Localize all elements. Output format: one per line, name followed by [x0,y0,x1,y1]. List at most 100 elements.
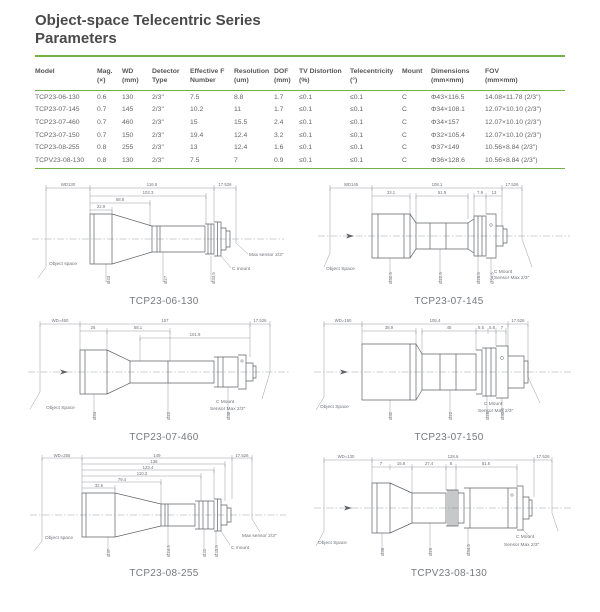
cell: ≤0.1 [350,118,364,126]
cell: C [402,131,407,139]
sensor-label: Sensor Max 2/3" [504,542,540,548]
drawing-caption: TCP23-07-150 [414,432,484,444]
dim-label: 45 [447,325,452,330]
dim-label: 7.9 [477,190,484,195]
cell: C [402,93,407,101]
column-header: Telecentricity(°) [350,65,402,92]
sensor-label: Sensor Max 2/3" [210,406,246,412]
object-space-label: Object Space [326,266,355,272]
cell: 7.5 [190,154,234,170]
diameter-label: Ø25 [428,548,433,557]
c-mount-label: C mount [232,266,251,272]
wd-label: WD=460 [52,318,69,323]
dimension-lines [29,321,271,418]
lens-drawing-icon: WD=255 149 17.526 138 123.4 110.2 79.4 3… [30,453,286,558]
cell: 12.07×10.10 (2/3") [485,118,542,126]
cell: 10.2 [190,106,204,114]
cell-model: TCP23-07-145 [35,106,80,114]
lens-figure-tcpv23-08-130: WD=130 128.6 17.526 7 15.8 27.4 8 51.5 O… [310,453,588,579]
length-label: 108.1 [432,182,443,187]
wd-label: WD=130 [338,454,355,459]
dim-label: 15.8 [397,461,406,466]
column-header: Mag.(×) [97,65,122,92]
dimension-lines [315,457,559,554]
cell: 10.56×8.84 (2/3") [485,144,538,152]
sensor-label: Max sensor 2/3" [242,533,277,539]
wd-label: WD130 [61,182,76,187]
dim-label: 8.5 [478,325,485,330]
lens-figure-tcp23-07-460: WD=460 157 17.526 25 58.1 101.9 Object S… [18,317,310,443]
cell: 0.9 [274,154,299,170]
cell: 10.56×8.84 (2/3") [485,154,565,170]
sensor-label: Max sensor 2/3" [249,252,284,258]
cell: Φ43×116.5 [431,93,465,101]
cell: C [402,118,407,126]
cell: Φ34×157 [431,118,460,126]
cell-model: TCP23-07-150 [35,131,80,139]
cell: 2/3" [152,106,164,114]
cell: 7.5 [190,93,200,101]
cell: 19.4 [190,131,204,139]
cell: 0.8 [97,144,107,152]
cell: C [402,144,407,152]
dim-label: 33.1 [387,190,396,195]
direction-arrow [344,505,352,511]
c-mount-label: C Mount [494,269,513,275]
dim-label: 22.9 [97,204,106,209]
cell: 0.6 [97,93,107,101]
lens-body [89,214,231,265]
flange-label: 17.526 [218,182,232,187]
column-header: Resolution(um) [234,65,274,92]
dim-label: 38.9 [385,325,394,330]
drawing-caption: TCPV23-08-130 [410,568,488,580]
length-label: 157 [161,318,169,323]
page-header: Object-space Telecentric Series Paramete… [0,12,600,58]
cell: ≤0.1 [350,154,402,170]
cell: 460 [122,118,134,126]
dimension-lines [37,185,249,283]
cell: 12.4 [234,131,248,139]
cell: 130 [122,154,152,170]
object-space-label: Object Space [318,540,347,546]
dimension-lines [33,455,261,554]
wd-label: WD=150 [335,318,352,323]
cell: Φ36×128.6 [431,154,485,170]
drawing-caption: TCP23-07-145 [414,296,484,308]
cell: 12.07×10.10 (2/3") [485,131,542,139]
cell: ≤0.1 [299,106,313,114]
cell: 0.7 [97,118,107,126]
flange-label: 17.526 [511,318,525,323]
flange-label: 17.526 [235,453,249,458]
diameter-label: Ø34 [92,412,97,421]
dim-label: 58.8 [116,197,125,202]
dim-label: 58.1 [134,325,143,330]
dim-label: 13 [492,190,497,195]
direction-arrow [346,233,354,239]
page-title-line2: Parameters [35,29,117,47]
c-mount-label: C Mount [484,401,503,407]
lens-drawing-icon: WD=460 157 17.526 25 58.1 101.9 Object S… [28,318,290,421]
cell: C [402,106,407,114]
diameter-label: Ø33.5 [214,545,219,557]
cell: ≤0.1 [299,131,313,139]
cell: ≤0.1 [350,144,364,152]
cell: ≤0.1 [299,154,350,170]
length-label: 149 [153,453,161,458]
dim-label: 79.4 [118,477,127,482]
lens-body [79,350,257,395]
cell: 2/3" [152,131,164,139]
c-mount-label: C Mount [516,534,535,540]
diameter-label: Ø22 [448,412,453,421]
diameter-label: Ø37 [106,549,111,558]
lens-drawing-icon: WD130 116.5 17.526 103.3 58.8 22.9 Objec… [32,182,284,284]
c-mount-label: C mount [231,545,250,551]
diameter-label: Ø30.5 [500,408,505,420]
cell: 12.07×10.10 (2/3") [485,106,542,114]
dim-label: 7 [380,461,383,466]
